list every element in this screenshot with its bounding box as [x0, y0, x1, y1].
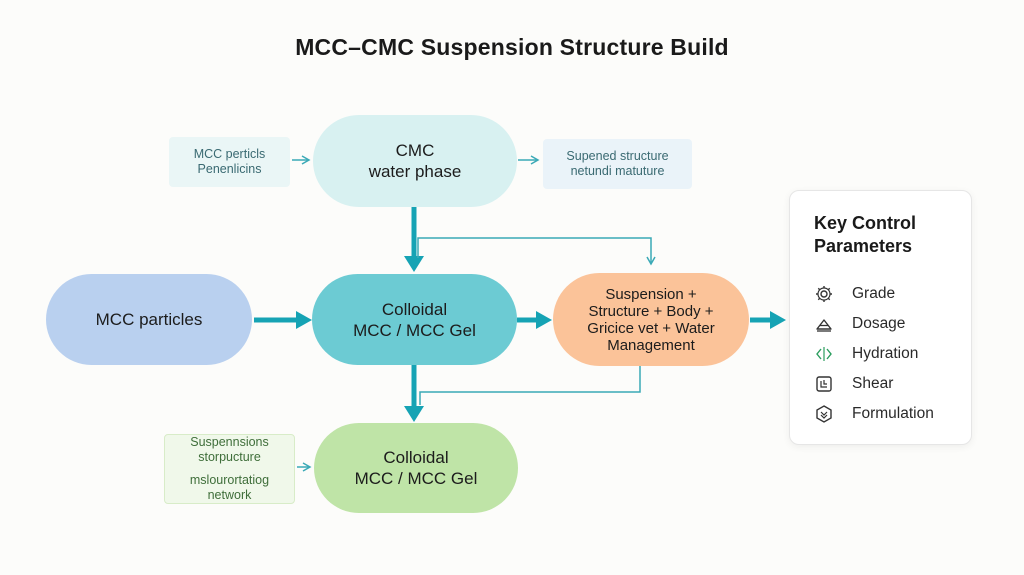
- params-title: Key Control Parameters: [814, 213, 917, 256]
- arrow-mcc-to-colloidal: [254, 311, 312, 329]
- arrow-colloidal-to-bottom: [404, 365, 424, 422]
- param-hydration: Hydration: [814, 342, 918, 366]
- note-supened-structure: Supened structure netundi matuture: [543, 139, 692, 189]
- param-shear: Shear: [814, 372, 893, 396]
- thin-connector-to-suspension: [417, 237, 656, 266]
- diagram-title: MCC–CMC Suspension Structure Build: [295, 34, 729, 60]
- node-cmc-water-phase: CMC water phase: [313, 115, 517, 207]
- note-mcc-perticls: MCC perticls Penenlicins: [169, 137, 290, 187]
- node-suspension-structure: Suspension + Structure + Body + Gricice …: [553, 273, 749, 366]
- hydration-icon: [816, 347, 832, 361]
- key-control-parameters-panel: Key Control Parameters Grade Dosage Hydr…: [789, 190, 972, 445]
- node-mcc-particles: MCC particles: [46, 274, 252, 365]
- arrow-cmc-to-colloidal: [404, 207, 424, 272]
- param-formulation: Formulation: [814, 402, 934, 426]
- shear-icon: [816, 376, 832, 392]
- node-colloidal-mcc-gel: Colloidal MCC / MCC Gel: [312, 274, 517, 365]
- param-grade: Grade: [814, 282, 895, 306]
- gear-icon: [816, 286, 832, 302]
- arrow-suspension-to-params: [750, 311, 786, 329]
- arrow-colloidal-to-suspension: [517, 311, 552, 329]
- param-dosage: Dosage: [814, 312, 905, 336]
- node-colloidal-mcc-gel-bottom: Colloidal MCC / MCC Gel: [314, 423, 518, 513]
- formulation-icon: [816, 405, 832, 423]
- thin-connector-suspension-loop: [419, 366, 641, 405]
- dosage-icon: [816, 319, 832, 332]
- note-suspension-network: Suspennsions storpucture mslourortatiog …: [164, 434, 295, 504]
